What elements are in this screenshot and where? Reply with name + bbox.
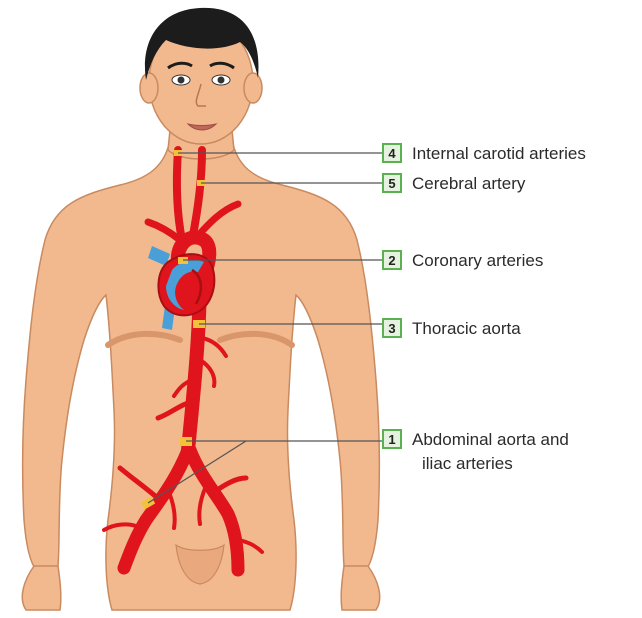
callout-number: 1 [382, 429, 402, 449]
callout-thoracic-aorta: 3 Thoracic aorta [382, 317, 521, 339]
callout-label: Cerebral artery [412, 173, 525, 194]
right-pupil [218, 77, 225, 84]
callout-label: Abdominal aorta and [412, 429, 569, 450]
callout-number: 5 [382, 173, 402, 193]
callout-internal-carotid: 4 Internal carotid arteries [382, 142, 586, 164]
callout-number: 4 [382, 143, 402, 163]
right-hand [341, 566, 380, 610]
callout-label: Thoracic aorta [412, 318, 521, 339]
callout-abdominal-aorta: 1 Abdominal aorta and [382, 428, 569, 450]
callout-label-line2: iliac arteries [422, 453, 513, 474]
callout-number: 3 [382, 318, 402, 338]
callout-cerebral-artery: 5 Cerebral artery [382, 172, 525, 194]
callout-label: Coronary arteries [412, 250, 543, 271]
left-pupil [178, 77, 185, 84]
left-ear [140, 73, 158, 103]
right-ear [244, 73, 262, 103]
callout-label: Internal carotid arteries [412, 143, 586, 164]
callout-coronary-arteries: 2 Coronary arteries [382, 249, 543, 271]
left-hand [22, 566, 61, 610]
callout-number: 2 [382, 250, 402, 270]
